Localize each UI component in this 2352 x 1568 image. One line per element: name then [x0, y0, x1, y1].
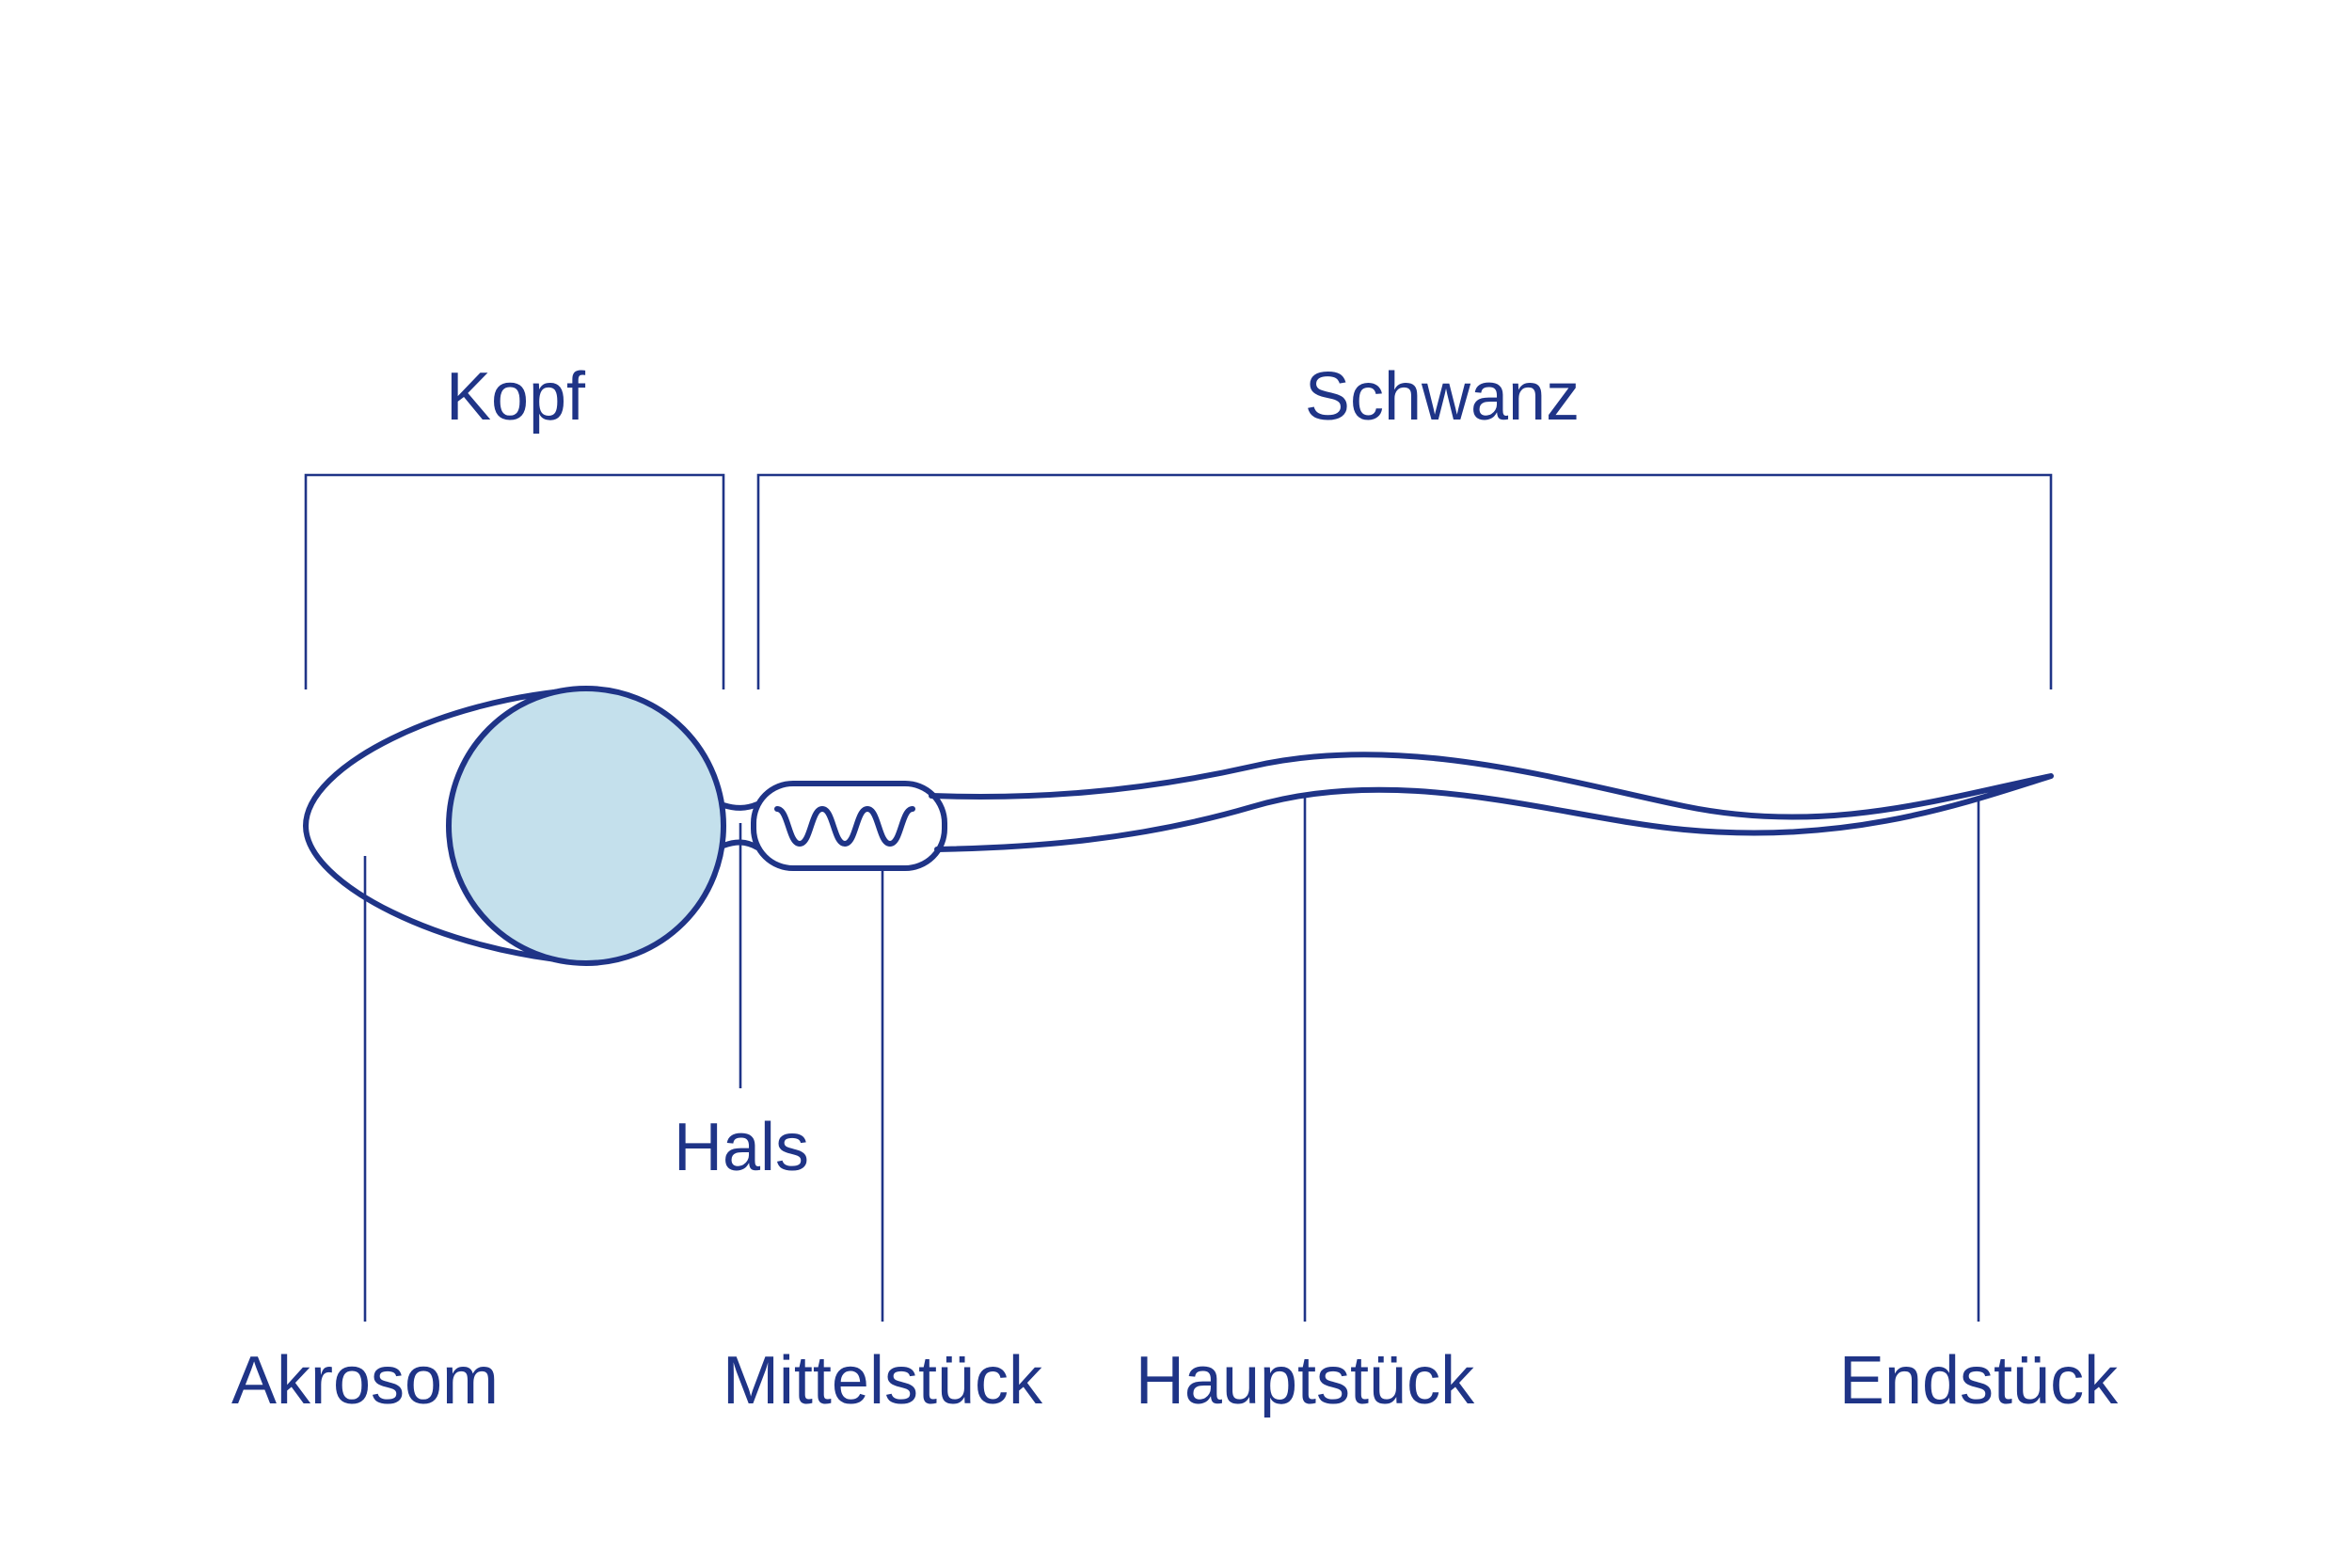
- midpiece-label: Mittelstück: [723, 1343, 1043, 1418]
- end-piece-label: Endstück: [1839, 1343, 2119, 1418]
- neck-label: Hals: [674, 1110, 809, 1185]
- head-bracket-label: Kopf: [446, 359, 586, 435]
- acrosome-label: Akrosom: [231, 1343, 499, 1418]
- tail-bracket-label: Schwanz: [1305, 359, 1580, 435]
- principal-piece-label: Hauptstück: [1136, 1343, 1475, 1418]
- sperm-midpiece: [754, 784, 945, 868]
- tail-bracket: [758, 475, 2051, 689]
- head-bracket: [306, 475, 723, 689]
- mitochondrial-helix: [777, 809, 913, 844]
- sperm-tail: [931, 754, 2051, 849]
- sperm-nucleus: [449, 689, 723, 963]
